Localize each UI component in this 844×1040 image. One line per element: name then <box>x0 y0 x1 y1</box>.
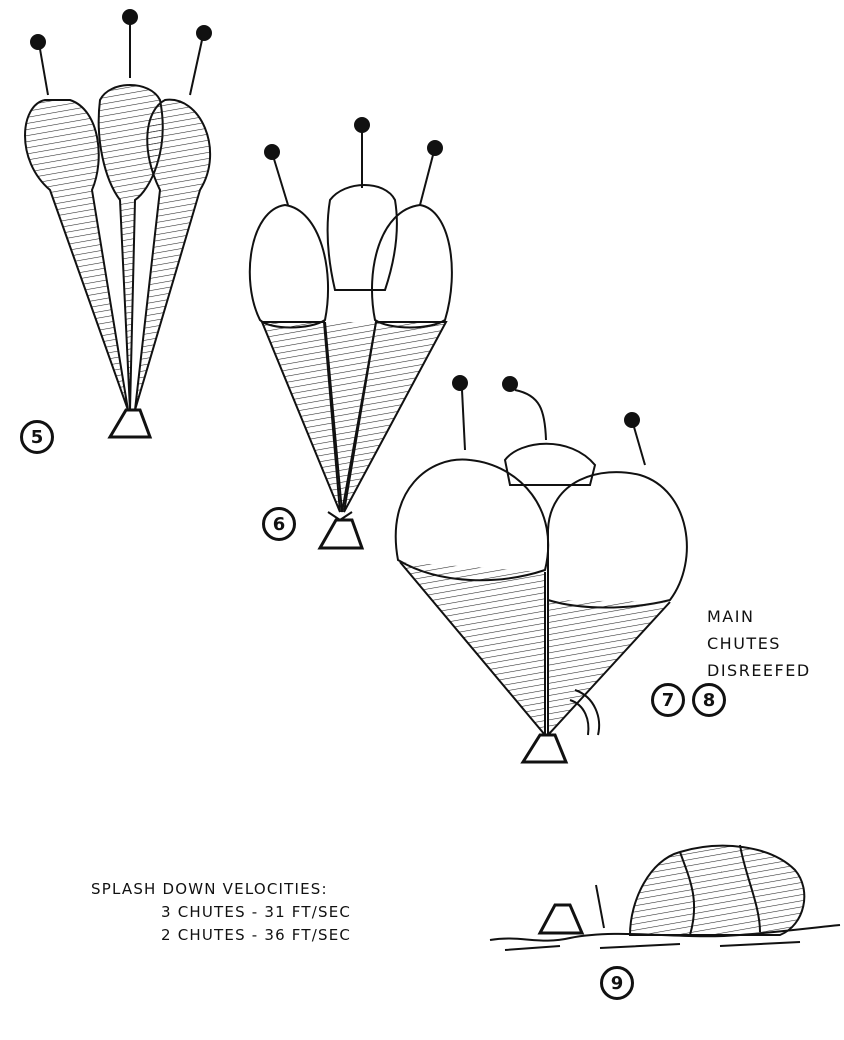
stage-number-9: 9 <box>600 966 634 1000</box>
stage-number-6: 6 <box>262 507 296 541</box>
stage-number-8: 8 <box>692 683 726 717</box>
label-line-disreefed: DISREEFED <box>707 657 811 684</box>
label-line-chutes: CHUTES <box>707 630 811 657</box>
main-chutes-disreefed-label: MAIN CHUTES DISREEFED <box>707 603 811 684</box>
stage-5-parachute-cluster <box>25 10 211 437</box>
splashdown-velocities: SPLASH DOWN VELOCITIES: 3 CHUTES - 31 FT… <box>91 878 351 947</box>
splashdown-line-2-chutes: 2 CHUTES - 36 FT/SEC <box>91 924 351 947</box>
stage-7-8-parachute-cluster <box>396 376 687 762</box>
stage-number-5: 5 <box>20 420 54 454</box>
stage-number-7: 7 <box>651 683 685 717</box>
stage-9-splashdown <box>490 845 840 950</box>
splashdown-title: SPLASH DOWN VELOCITIES: <box>91 878 351 901</box>
stage-6-parachute-cluster <box>250 118 452 548</box>
label-line-main: MAIN <box>707 603 811 630</box>
splashdown-line-3-chutes: 3 CHUTES - 31 FT/SEC <box>91 901 351 924</box>
